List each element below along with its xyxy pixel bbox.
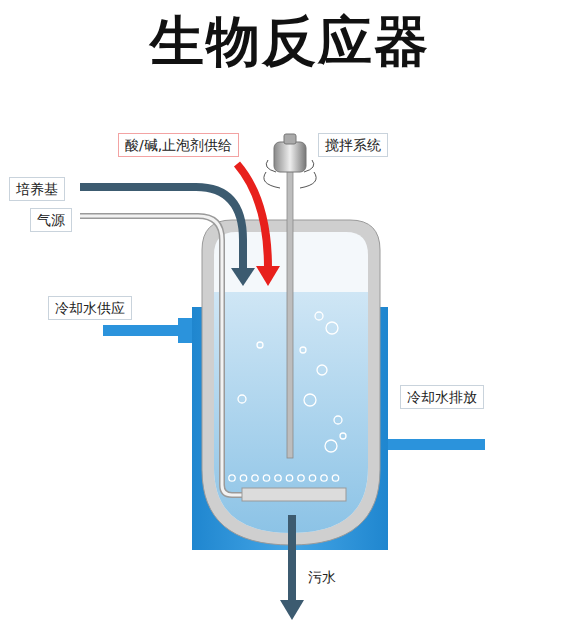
callout-text: 冷却水排放 bbox=[407, 388, 477, 406]
cooling-outlet-pipe bbox=[386, 439, 485, 450]
inlet-flange bbox=[178, 318, 194, 343]
callout-box: 冷却水供应 bbox=[48, 296, 132, 320]
callout-text: 冷却水供应 bbox=[55, 299, 125, 317]
callout-text: 培养基 bbox=[16, 180, 58, 198]
callout-box: 气源 bbox=[30, 208, 72, 232]
medium-arrow bbox=[80, 187, 243, 270]
title: 生物反应器 bbox=[0, 6, 579, 79]
waste-pipe bbox=[288, 515, 296, 603]
cooling-inlet-pipe bbox=[103, 325, 183, 336]
outlet-label: 污水 bbox=[306, 568, 338, 586]
waste-arrowhead bbox=[280, 600, 304, 620]
callout-text: 搅拌系统 bbox=[325, 136, 381, 154]
callout-box: 培养基 bbox=[9, 177, 65, 201]
callout-box: 冷却水排放 bbox=[400, 385, 484, 409]
stirrer-motor bbox=[274, 142, 306, 172]
callout-box: 酸/碱,止泡剂供给 bbox=[118, 133, 239, 157]
rotation-mark bbox=[264, 160, 316, 188]
callout-text: 酸/碱,止泡剂供给 bbox=[125, 136, 232, 154]
acid-arrowhead bbox=[256, 266, 280, 286]
callout-box: 搅拌系统 bbox=[318, 133, 388, 157]
gas-pipe bbox=[80, 216, 244, 495]
sparger bbox=[242, 488, 346, 501]
callout-text: 气源 bbox=[37, 211, 65, 229]
sparger-bubbles bbox=[229, 475, 339, 481]
gas-pipe-inner bbox=[80, 216, 244, 495]
stirrer-shaft bbox=[287, 168, 293, 458]
acid-arrow bbox=[237, 164, 268, 268]
motor-cap bbox=[284, 134, 296, 144]
medium-arrowhead bbox=[231, 268, 255, 286]
